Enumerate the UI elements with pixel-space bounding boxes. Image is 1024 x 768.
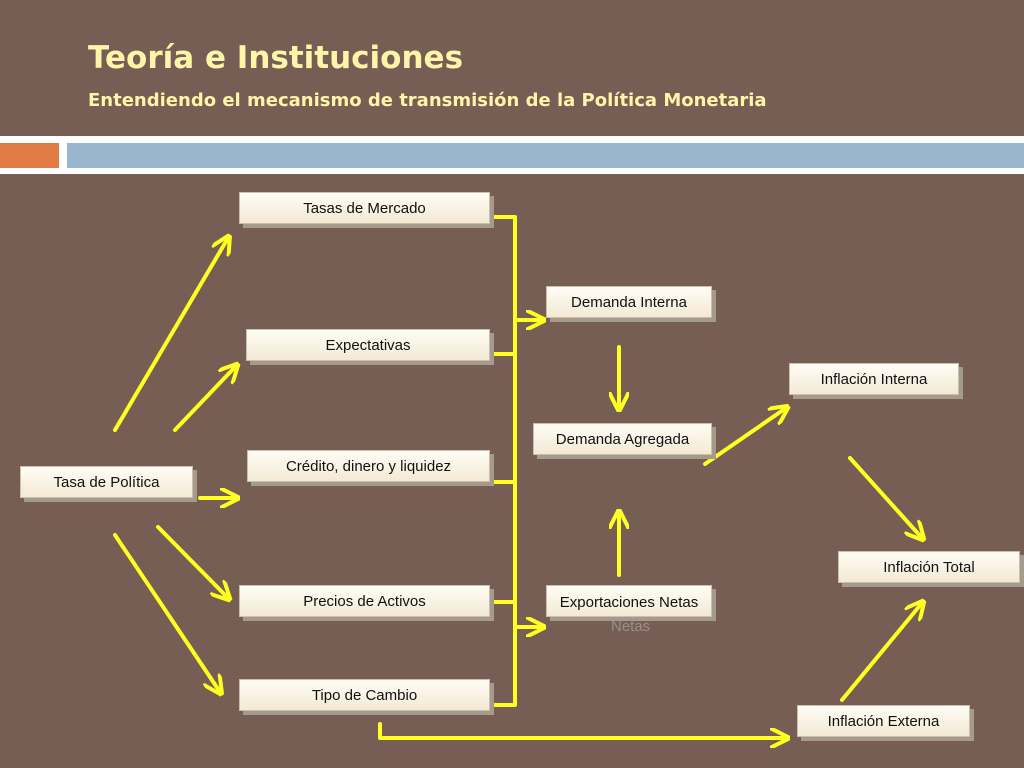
node-exportaciones-netas: Exportaciones Netas — [546, 585, 712, 617]
arrow-externa-to-total — [840, 603, 922, 702]
node-demanda-agregada: Demanda Agregada — [533, 423, 712, 455]
arrow-to-expectativas — [173, 366, 236, 432]
header-band-line — [0, 170, 1024, 173]
node-exportaciones-shadow-text: Netas — [611, 618, 651, 635]
node-tasa-de-politica: Tasa de Política — [20, 466, 193, 498]
slide-subtitle: Entendiendo el mecanismo de transmisión … — [88, 90, 767, 111]
arrow-cambio-to-externa — [378, 722, 786, 738]
header-band-blue — [67, 143, 1024, 168]
node-expectativas: Expectativas — [246, 329, 490, 361]
node-precios-de-activos: Precios de Activos — [239, 585, 490, 617]
node-inflacion-interna: Inflación Interna — [789, 363, 959, 395]
node-tipo-de-cambio: Tipo de Cambio — [239, 679, 490, 711]
node-demanda-interna: Demanda Interna — [546, 286, 712, 318]
node-tasas-de-mercado: Tasas de Mercado — [239, 192, 490, 224]
node-inflacion-externa: Inflación Externa — [797, 705, 970, 737]
node-credito-dinero-liquidez: Crédito, dinero y liquidez — [247, 450, 490, 482]
node-inflacion-total: Inflación Total — [838, 551, 1020, 583]
slide-title: Teoría e Instituciones — [88, 40, 464, 76]
arrow-to-tipo-cambio — [113, 533, 220, 692]
arrow-to-tasas-mercado — [113, 238, 228, 432]
header-band-orange — [0, 143, 59, 168]
arrow-agregada-to-inflacion-interna — [703, 408, 786, 466]
arrow-interna-to-total — [848, 456, 922, 538]
arrow-to-precios-activos — [156, 525, 228, 598]
channel-bracket — [488, 215, 517, 707]
